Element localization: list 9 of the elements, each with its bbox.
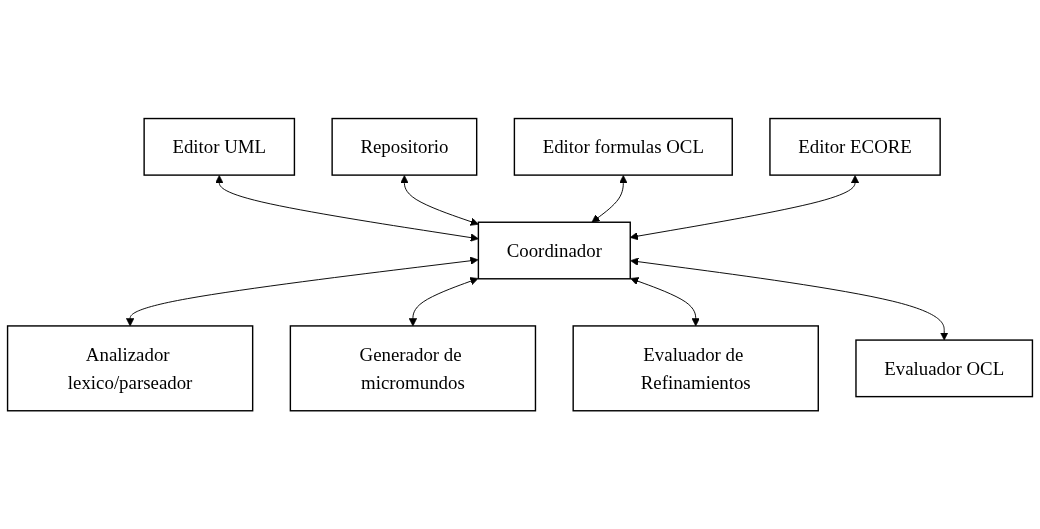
node-box: Analizador lexico/parseador bbox=[6, 325, 254, 412]
node-box: Repositorio bbox=[331, 117, 478, 176]
node-box: Coordinador bbox=[477, 221, 631, 280]
node-box: Generador de micromundos bbox=[289, 325, 537, 412]
node-box: Editor UML bbox=[143, 117, 296, 176]
node-box: Evaluador OCL bbox=[855, 339, 1034, 398]
node-box: Editor ECORE bbox=[769, 117, 941, 176]
node-box: Editor formulas OCL bbox=[513, 117, 733, 176]
node-box: Evaluador de Refinamientos bbox=[572, 325, 819, 412]
